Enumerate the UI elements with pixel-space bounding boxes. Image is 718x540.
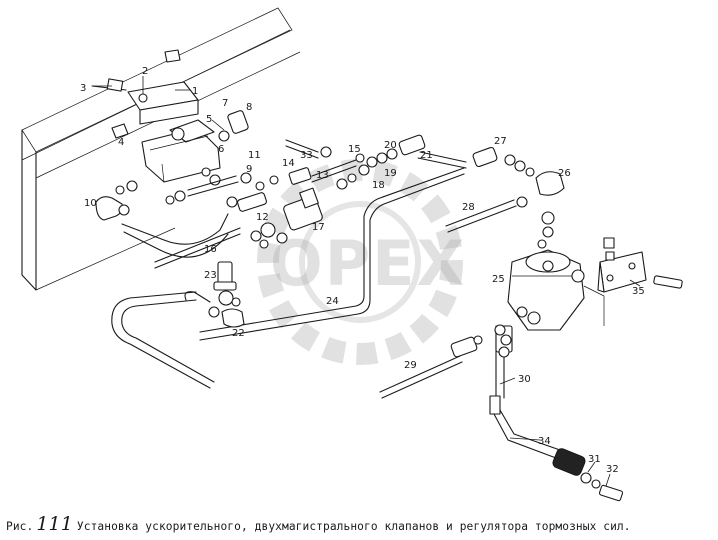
callout-21: 21 (420, 150, 433, 161)
rods-and-lever (379, 324, 624, 502)
tube-24 (111, 167, 465, 389)
callout-16: 16 (204, 244, 217, 255)
callout-10: 10 (84, 198, 97, 209)
fittings-18-21 (311, 134, 467, 190)
diagram-canvas: OPEX (21, 7, 683, 502)
callout-7: 7 (222, 98, 228, 109)
callout-31: 31 (588, 454, 601, 465)
callout-3: 3 (80, 83, 86, 94)
double-circuit-valve (226, 139, 332, 249)
callout-23: 23 (204, 270, 217, 281)
callout-34: 34 (538, 436, 551, 447)
callout-25: 25 (492, 274, 505, 285)
watermark-text: OPEX (270, 227, 466, 300)
callout-6: 6 (218, 144, 224, 155)
callout-4: 4 (118, 137, 124, 148)
callout-33: 33 (300, 150, 313, 161)
callout-28: 28 (462, 202, 475, 213)
bracket-35 (597, 237, 683, 293)
callout-5: 5 (206, 114, 212, 125)
callout-14: 14 (282, 158, 295, 169)
callouts: 1 2 3 4 5 6 7 8 9 10 11 12 13 14 15 16 1… (80, 66, 645, 475)
watermark: OPEX (257, 159, 466, 365)
callout-24: 24 (326, 296, 339, 307)
tube-16 (121, 213, 241, 269)
callout-11: 11 (248, 150, 261, 161)
callout-26: 26 (558, 168, 571, 179)
leader-lines (92, 76, 641, 487)
fittings-26-28 (445, 146, 565, 249)
callout-27: 27 (494, 136, 507, 147)
callout-12: 12 (256, 212, 269, 223)
callout-19: 19 (384, 168, 397, 179)
callout-30: 30 (518, 374, 531, 385)
caption-text: Установка ускорительного, двухмагистраль… (76, 520, 631, 533)
callout-13: 13 (316, 170, 329, 181)
callout-22: 22 (232, 328, 245, 339)
brake-regulator-25 (507, 249, 605, 331)
callout-1: 1 (192, 86, 198, 97)
callout-17: 17 (312, 222, 325, 233)
figure-number: 111 (36, 513, 73, 535)
caption-prefix: Рис. (6, 520, 34, 533)
tube-left-center (165, 175, 239, 205)
callout-32: 32 (606, 464, 619, 475)
bracket-1 (91, 49, 199, 139)
callout-2: 2 (142, 66, 148, 77)
callout-9: 9 (246, 164, 252, 175)
callout-20: 20 (384, 140, 397, 151)
fitting-10 (95, 180, 138, 221)
fittings-22-23 (208, 261, 245, 328)
callout-29: 29 (404, 360, 417, 371)
callout-8: 8 (246, 102, 252, 113)
callout-35: 35 (632, 286, 645, 297)
callout-15: 15 (348, 144, 361, 155)
callout-18: 18 (372, 180, 385, 191)
relay-valve-left (141, 110, 249, 186)
